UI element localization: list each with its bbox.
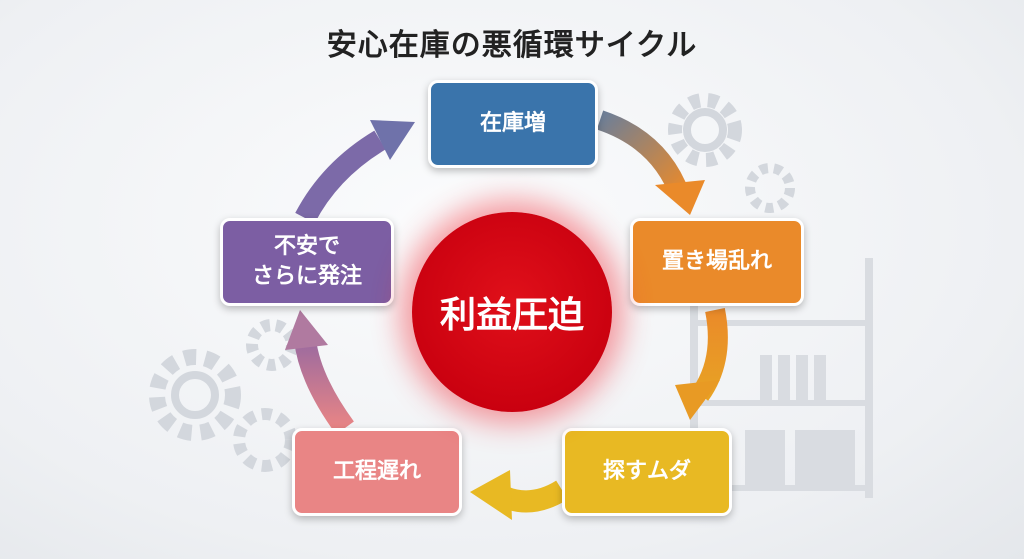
gear-icon bbox=[233, 319, 298, 472]
step-label: 在庫増 bbox=[479, 111, 546, 136]
step-label-line1: 不安で bbox=[273, 234, 340, 259]
gear-icon bbox=[745, 163, 795, 213]
step-storage-disorder: 置き場乱れ bbox=[630, 218, 804, 306]
center-label: 利益圧迫 bbox=[439, 295, 584, 336]
step-label: 置き場乱れ bbox=[661, 249, 772, 274]
step-inventory-increase: 在庫増 bbox=[428, 80, 598, 168]
step-label-line2: さらに発注 bbox=[251, 264, 362, 289]
cycle-arrows bbox=[285, 110, 728, 520]
gear-icon bbox=[149, 349, 241, 441]
step-process-delay: 工程遅れ bbox=[292, 428, 462, 516]
shelf-icon bbox=[690, 258, 873, 498]
diagram-title: 安心在庫の悪循環サイクル bbox=[326, 28, 698, 63]
step-label: 工程遅れ bbox=[332, 459, 421, 484]
step-anxious-reorder: 不安でさらに発注 bbox=[220, 218, 394, 306]
gear-icon bbox=[668, 93, 742, 167]
step-search-waste: 探すムダ bbox=[562, 428, 732, 516]
center-profit-pressure: 利益圧迫 bbox=[412, 212, 612, 412]
step-label: 探すムダ bbox=[602, 459, 691, 484]
